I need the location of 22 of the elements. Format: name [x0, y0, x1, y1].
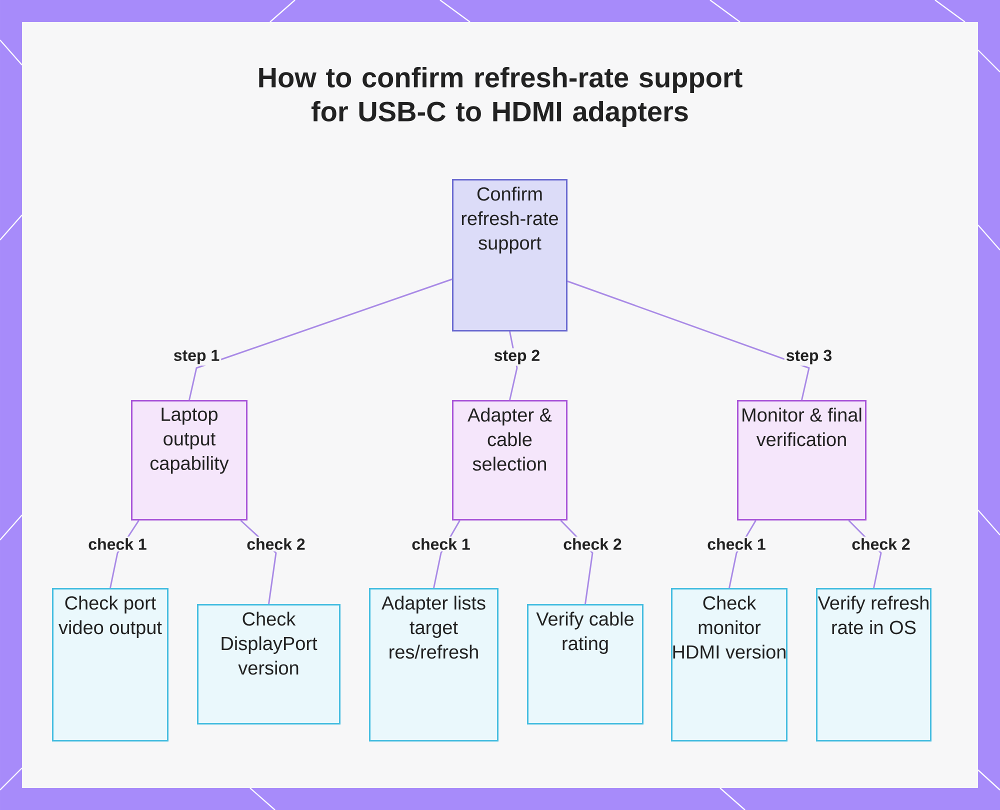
edge-label: check 1: [86, 536, 148, 552]
edge-label: check 1: [706, 536, 768, 552]
check-box: Adapter lists target res/refresh: [369, 588, 498, 742]
edge-label: check 2: [562, 536, 624, 552]
edge-label: step 2: [492, 348, 542, 366]
title: How to confirm refresh-rate support for USB-C to HDMI adapters: [259, 66, 742, 128]
top-box: Confirm refresh-rate support: [452, 179, 568, 332]
check-box: Verify refresh rate in OS: [816, 588, 932, 742]
edge-label: check 1: [410, 536, 472, 552]
category-box: Adapter & cable selection: [452, 400, 568, 520]
edge-label: check 2: [850, 536, 912, 552]
check-box: Verify cable rating: [527, 604, 644, 724]
edge-label: step 1: [172, 348, 222, 366]
edge-label: step 3: [784, 348, 834, 366]
category-box: Laptop output capability: [131, 400, 248, 520]
edge-label: check 2: [245, 536, 307, 552]
check-box: Check port video output: [52, 588, 168, 742]
check-box: Check DisplayPort version: [197, 604, 340, 724]
check-box: Check monitor HDMI version: [671, 588, 788, 742]
connector: [567, 280, 810, 400]
connector: [188, 278, 452, 400]
category-box: Monitor & final verification: [737, 400, 866, 520]
